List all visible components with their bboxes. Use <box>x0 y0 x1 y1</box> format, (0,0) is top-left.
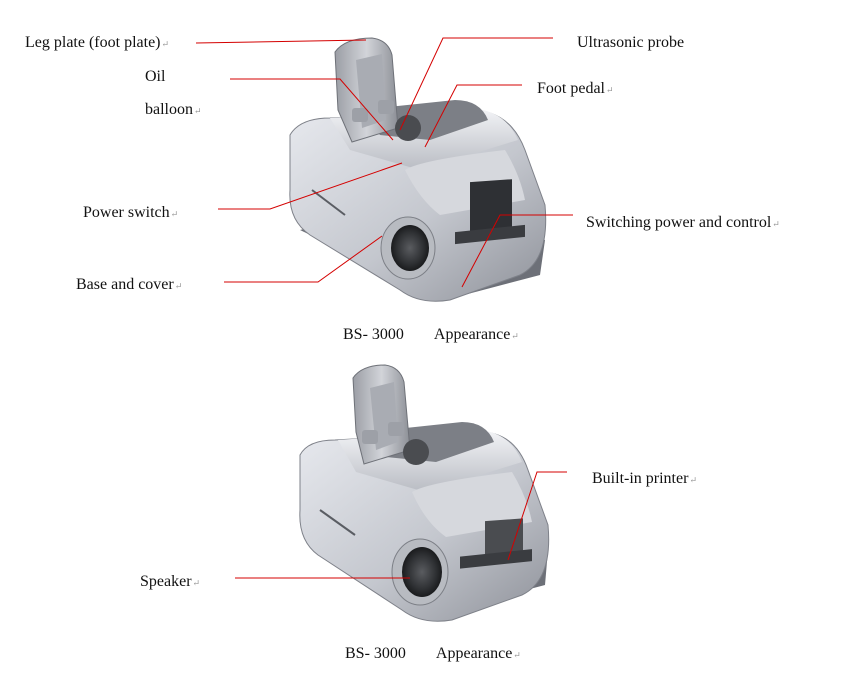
return-mark: ↵ <box>194 106 202 116</box>
device-bottom <box>299 364 550 622</box>
leader-foot-pedal <box>424 84 522 148</box>
label-oil-text: Oil <box>145 68 166 85</box>
label-leg-plate-text: Leg plate (foot plate) <box>25 34 161 51</box>
caption-top-word: Appearance <box>433 326 511 343</box>
label-power-switch: Power switch↵ <box>83 204 178 223</box>
leader-lines <box>195 37 573 579</box>
leader-switching-power <box>461 214 573 288</box>
return-mark: ↵ <box>161 39 170 49</box>
label-switching-power-text: Switching power and control <box>586 214 772 231</box>
return-mark: ↵ <box>170 209 179 219</box>
return-mark: ↵ <box>511 331 519 341</box>
return-mark: ↵ <box>513 650 521 660</box>
label-base-cover-text: Base and cover <box>76 276 174 293</box>
label-leg-plate: Leg plate (foot plate)↵ <box>25 34 169 53</box>
return-mark: ↵ <box>606 85 614 95</box>
label-ultrasonic-probe-text: Ultrasonic probe <box>577 34 685 51</box>
label-speaker-text: Speaker <box>140 573 192 590</box>
label-base-cover: Base and cover↵ <box>76 276 182 295</box>
leader-built-in-printer <box>507 471 567 561</box>
return-mark: ↵ <box>192 578 201 588</box>
leader-oil-balloon <box>230 78 394 141</box>
caption-top: BS- 3000 Appearance↵ <box>343 326 519 344</box>
caption-bottom: BS- 3000 Appearance↵ <box>345 645 521 663</box>
label-power-switch-text: Power switch <box>83 204 170 221</box>
return-mark: ↵ <box>689 475 697 485</box>
label-oil: Oil <box>145 68 165 86</box>
label-ultrasonic-probe: Ultrasonic probe <box>577 34 684 52</box>
return-mark: ↵ <box>772 219 780 229</box>
device-top <box>289 37 547 302</box>
label-balloon-text: balloon <box>145 101 193 118</box>
label-foot-pedal: Foot pedal↵ <box>537 80 614 99</box>
caption-top-model: BS- 3000 <box>343 326 404 343</box>
leader-base-cover <box>224 235 383 283</box>
return-mark: ↵ <box>174 281 183 291</box>
caption-bottom-model: BS- 3000 <box>345 645 406 662</box>
label-balloon: balloon↵ <box>145 101 202 120</box>
leader-power-switch <box>218 162 403 210</box>
caption-bottom-word: Appearance <box>435 645 513 662</box>
label-speaker: Speaker↵ <box>140 573 200 592</box>
leader-leg-plate <box>195 39 367 44</box>
label-foot-pedal-text: Foot pedal <box>537 80 605 97</box>
label-built-in-printer-text: Built-in printer <box>592 470 689 487</box>
label-built-in-printer: Built-in printer↵ <box>592 470 697 489</box>
leader-ultrasonic-probe <box>399 37 553 131</box>
label-switching-power: Switching power and control↵ <box>586 214 780 233</box>
